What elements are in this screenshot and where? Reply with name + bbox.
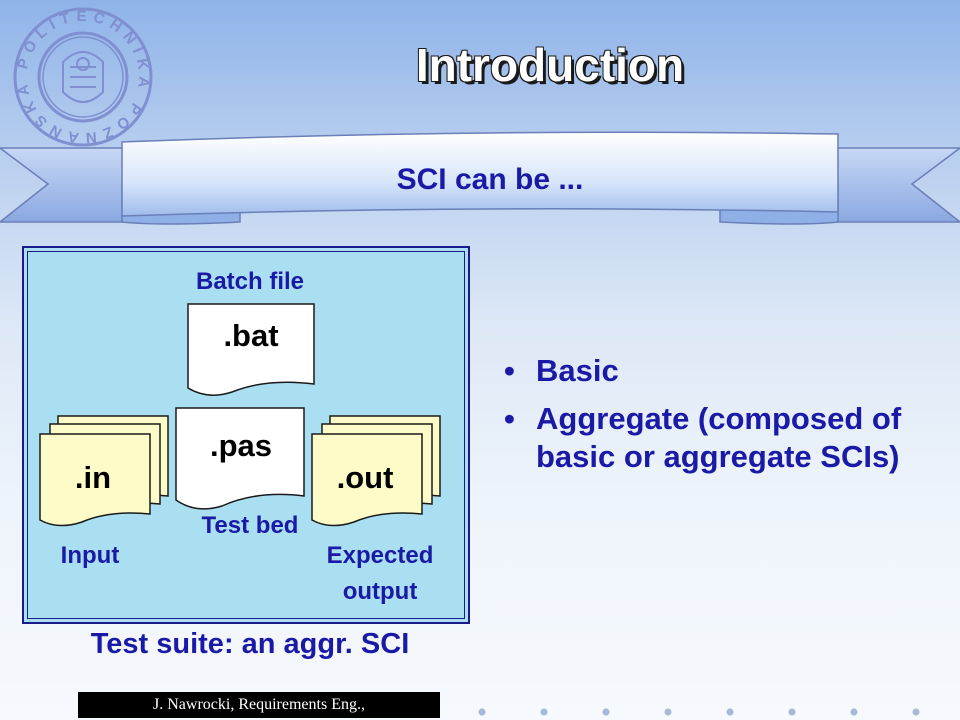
test-suite-diagram bbox=[39, 303, 441, 527]
pas-document-text: .pas bbox=[209, 428, 273, 463]
footer-text: J. Nawrocki, Requirements Eng., bbox=[78, 692, 440, 718]
bullet-dot: • bbox=[504, 353, 515, 388]
ribbon-banner bbox=[0, 131, 960, 225]
pas-document-shape bbox=[175, 407, 305, 510]
bullet-dot: • bbox=[504, 401, 515, 436]
out-document-shape bbox=[311, 433, 423, 527]
bullet-list: • Basic • Aggregate (composed of basic o… bbox=[500, 352, 940, 486]
batch-file-label: Batch file bbox=[195, 268, 305, 295]
test-suite-caption: Test suite: an aggr. SCI bbox=[90, 628, 410, 660]
test-bed-label: Test bed bbox=[201, 512, 299, 539]
expected-output-line2: output bbox=[342, 578, 418, 605]
university-logo: POLITECHNIKA POZNANSKA bbox=[13, 7, 153, 147]
bullet-text: Aggregate (composed of basic or aggregat… bbox=[536, 401, 902, 474]
out-document-text: .out bbox=[336, 460, 394, 495]
in-document-text: .in bbox=[74, 460, 112, 495]
bullet-text: Basic bbox=[536, 353, 619, 388]
bullet-item: • Aggregate (composed of basic or aggreg… bbox=[500, 400, 940, 476]
slide-subtitle: SCI can be ... bbox=[396, 163, 584, 196]
bullet-item: • Basic bbox=[500, 352, 940, 390]
footer-dots-decoration bbox=[478, 708, 920, 716]
input-label: Input bbox=[60, 542, 120, 569]
in-document-shape bbox=[39, 433, 151, 527]
slide-title: Introduction bbox=[415, 39, 685, 91]
expected-output-line1: Expected bbox=[326, 542, 434, 569]
bat-document-text: .bat bbox=[223, 318, 279, 353]
expected-output-label: Expected output bbox=[300, 538, 460, 610]
bat-document-shape bbox=[187, 303, 315, 396]
